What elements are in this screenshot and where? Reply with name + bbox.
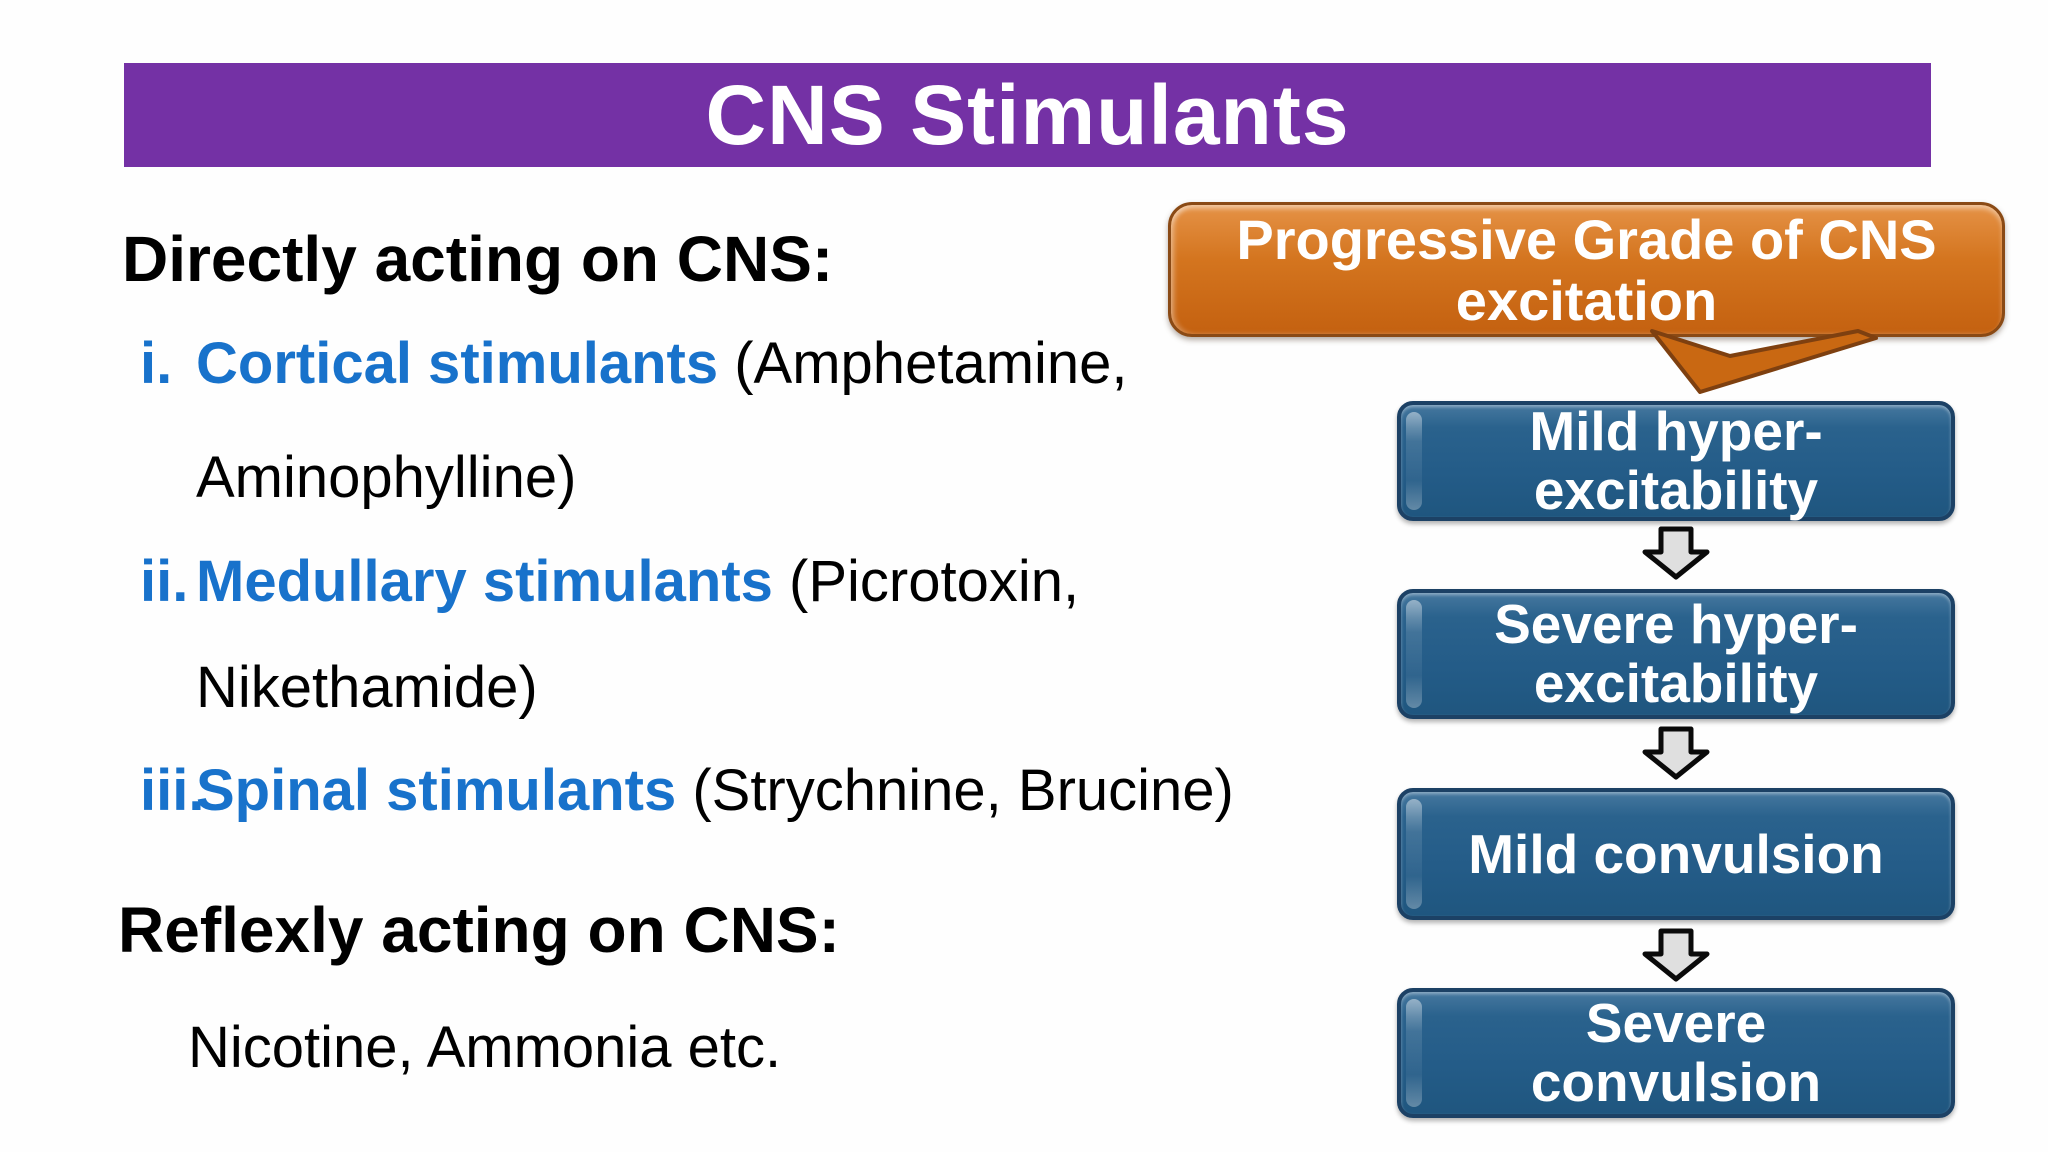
list-item-medullary-cont: Nikethamide) [196,655,538,720]
heading-directly-acting: Directly acting on CNS: [122,223,834,295]
callout-progressive-grade: Progressive Grade of CNS excitation [1168,202,2005,337]
term-cortical-examples: (Amphetamine, [718,331,1128,396]
flow-step-mild-hyperexcitability: Mild hyper- excitability [1397,401,1955,521]
title-bar: CNS Stimulants [124,63,1931,167]
term-spinal: Spinal stimulants [196,758,677,823]
flow-step-mild-convulsion: Mild convulsion [1397,788,1955,920]
callout-tail-pointer [1650,329,1878,394]
list-item-medullary: ii.Medullary stimulants (Picrotoxin, [140,548,1079,615]
list-item-spinal: iii.Spinal stimulants (Strychnine, Bruci… [140,757,1234,824]
down-arrow-icon [1642,928,1710,982]
heading-reflexly-acting: Reflexly acting on CNS: [118,894,840,966]
flow-step-severe-hyperexcitability: Severe hyper- excitability [1397,589,1955,719]
down-arrow-icon [1642,526,1710,580]
list-num-iii: iii. [140,758,205,823]
callout-line-2: excitation [1455,268,1718,332]
flow-step-severe-convulsion: Severe convulsion [1397,988,1955,1118]
term-spinal-examples: (Strychnine, Brucine) [676,758,1234,823]
slide-title: CNS Stimulants [705,67,1350,162]
list-item-cortical-cont: Aminophylline) [196,445,577,510]
list-item-cortical: i. Cortical stimulants (Amphetamine, [140,330,1128,397]
term-cortical: Cortical stimulants [196,331,719,396]
term-medullary-examples: (Picrotoxin, [772,549,1080,614]
down-arrow-icon [1642,726,1710,780]
reflex-examples: Nicotine, Ammonia etc. [188,1015,782,1080]
callout-line-1: Progressive Grade of CNS [1236,207,1937,271]
list-num-i: i. [140,331,173,396]
term-medullary: Medullary stimulants [196,549,773,614]
list-num-ii: ii. [140,549,189,614]
